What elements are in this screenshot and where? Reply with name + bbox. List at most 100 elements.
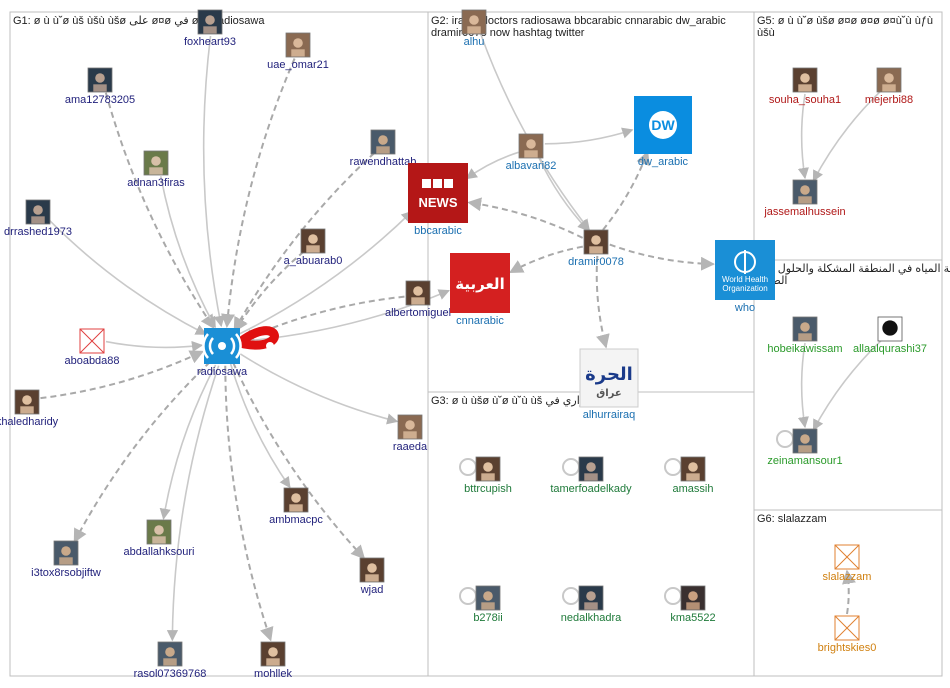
- node-khaledharidy[interactable]: khaledharidy: [0, 389, 59, 428]
- node-kma5522[interactable]: kma5522: [670, 585, 716, 624]
- user-avatar: [397, 414, 423, 440]
- node-alhu[interactable]: alhu: [461, 9, 487, 48]
- node-foxheart93[interactable]: foxheart93: [184, 9, 236, 48]
- user-avatar: [792, 67, 818, 93]
- self-loop-edge: [235, 326, 279, 350]
- user-avatar: [792, 428, 818, 454]
- user-avatar: [405, 280, 431, 306]
- alhurra-logo-text: عراق: [596, 388, 621, 399]
- node-ama12783205[interactable]: ama12783205: [65, 67, 135, 106]
- node-mohllek[interactable]: mohllek: [254, 641, 292, 680]
- user-avatar: [260, 641, 286, 667]
- node-nedalkhadra[interactable]: nedalkhadra: [561, 585, 622, 624]
- node-albertomiguel[interactable]: albertomiguel: [385, 280, 451, 319]
- node-label: who: [734, 302, 755, 314]
- node-souha_souha1[interactable]: souha_souha1: [769, 67, 841, 106]
- node-label: souha_souha1: [769, 94, 841, 106]
- graph-frame: [9, 11, 943, 677]
- group-title-g2: G2: iraqi #doctors radiosawa bbcarabic c…: [431, 15, 726, 27]
- edge-mejerbi88-jassemalhussein: [812, 90, 882, 182]
- node-dramir0078[interactable]: dramir0078: [568, 229, 624, 268]
- node-hobeikawissam[interactable]: hobeikawissam: [767, 316, 843, 355]
- user-avatar: [876, 67, 902, 93]
- node-label: raaeda: [393, 441, 428, 453]
- edge-radiosawa-ambmacpc: [229, 363, 291, 489]
- node-label: tamerfoadelkady: [550, 483, 632, 495]
- node-a_abuarab0[interactable]: a_abuarab0: [284, 228, 343, 267]
- node-label: i3tox8rsobjiftw: [31, 567, 101, 579]
- group-title-g4: G4: أزمة المياه في المنطقة المشكلة والحل…: [757, 261, 950, 275]
- user-avatar: [792, 179, 818, 205]
- edge-foxheart93-radiosawa: [202, 35, 225, 328]
- edge-allaalqurashi37-zeinamansour1: [812, 339, 883, 431]
- node-rawendhattab[interactable]: rawendhattab: [350, 129, 417, 168]
- node-label: bttrcupish: [464, 483, 512, 495]
- user-avatar: [583, 229, 609, 255]
- who-logo-text: Organization: [722, 284, 767, 293]
- node-i3tox8rsobjiftw[interactable]: i3tox8rsobjiftw: [31, 540, 101, 579]
- node-label: radiosawa: [197, 366, 248, 378]
- node-label: alhurrairaq: [583, 409, 636, 421]
- group-title-g2: dramir0078 now hashtag twitter: [431, 27, 585, 39]
- node-bttrcupish[interactable]: bttrcupish: [464, 456, 512, 495]
- node-uae_omar21[interactable]: uae_omar21: [267, 32, 329, 71]
- node-slalazzam[interactable]: slalazzam: [823, 544, 872, 583]
- node-drrashed1973[interactable]: drrashed1973: [4, 199, 72, 238]
- node-mejerbi88[interactable]: mejerbi88: [865, 67, 913, 106]
- edge-radiosawa-bbcarabic: [237, 210, 413, 336]
- silhouette-icon: [877, 316, 903, 342]
- edge-hobeikawissam-zeinamansour1: [797, 342, 809, 429]
- node-wjad[interactable]: wjad: [359, 557, 385, 596]
- group-title-g5: ùšù: [757, 27, 775, 39]
- broken-icon: [79, 328, 105, 354]
- node-label: b278ii: [473, 612, 502, 624]
- node-label: zeinamansour1: [767, 455, 842, 467]
- user-avatar: [197, 9, 223, 35]
- node-jassemalhussein[interactable]: jassemalhussein: [763, 179, 846, 218]
- user-avatar: [370, 129, 396, 155]
- node-raaeda[interactable]: raaeda: [393, 414, 428, 453]
- node-aboabda88[interactable]: aboabda88: [64, 328, 120, 367]
- node-label: amassih: [673, 483, 714, 495]
- group-title-g6: G6: slalazzam: [757, 513, 827, 525]
- arabiya-logo-text: العربية: [455, 275, 504, 293]
- node-label: abdallahksouri: [124, 546, 195, 558]
- node-rasol07369768[interactable]: rasol07369768: [134, 641, 207, 680]
- node-label: khaledharidy: [0, 416, 59, 428]
- node-label: wjad: [360, 584, 384, 596]
- node-tamerfoadelkady[interactable]: tamerfoadelkady: [550, 456, 632, 495]
- edge-ama12783205-radiosawa: [104, 92, 215, 329]
- node-amassih[interactable]: amassih: [673, 456, 714, 495]
- node-b278ii[interactable]: b278ii: [473, 585, 503, 624]
- edge-albertomiguel-radiosawa: [240, 295, 405, 342]
- edge-dramir0078-alhurrairaq: [595, 255, 610, 349]
- edge-radiosawa-mohllek: [224, 365, 274, 642]
- node-label: drrashed1973: [4, 226, 72, 238]
- group-title-g3: G3: ø ù ùšø ù˘ø ù˘ù ùš حواري في: [431, 395, 592, 407]
- node-zeinamansour1[interactable]: zeinamansour1: [767, 428, 843, 467]
- node-brightskies0[interactable]: brightskies0: [818, 615, 877, 654]
- edge-uae_omar21-radiosawa: [221, 58, 296, 329]
- edge-aboabda88-radiosawa: [105, 340, 204, 352]
- node-albavari82[interactable]: albavari82: [506, 133, 557, 172]
- who-logo-text: World Health: [722, 275, 768, 284]
- node-adnan3firas[interactable]: adnan3firas: [127, 150, 185, 189]
- user-avatar: [146, 519, 172, 545]
- node-abdallahksouri[interactable]: abdallahksouri: [124, 519, 195, 558]
- arabiya-logo-icon: العربية: [450, 253, 510, 313]
- node-label: jassemalhussein: [763, 206, 845, 218]
- node-label: ambmacpc: [269, 514, 323, 526]
- user-avatar: [285, 32, 311, 58]
- node-allaalqurashi37[interactable]: allaalqurashi37: [853, 316, 927, 355]
- node-ambmacpc[interactable]: ambmacpc: [269, 487, 323, 526]
- edge-radiosawa-i3tox8rsobjiftw: [73, 361, 211, 544]
- node-radiosawa[interactable]: radiosawa: [197, 328, 248, 378]
